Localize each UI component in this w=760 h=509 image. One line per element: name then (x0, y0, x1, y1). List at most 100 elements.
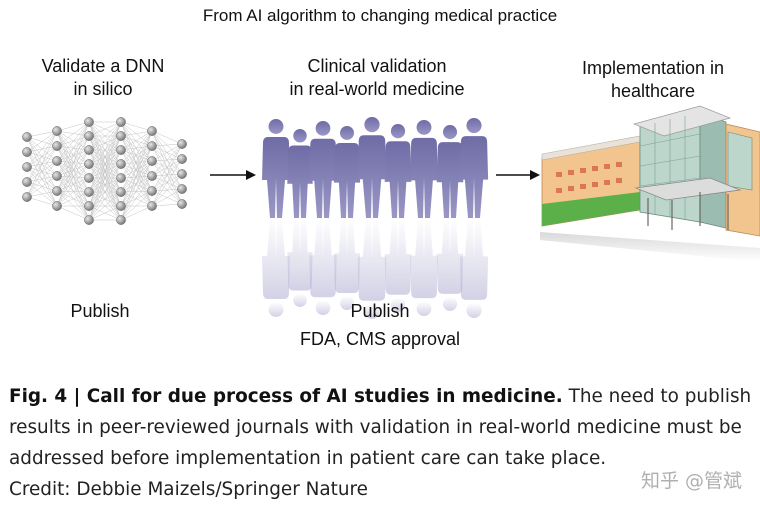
person-head (390, 124, 406, 139)
nn-connection (56, 130, 90, 165)
nn-connection (26, 196, 58, 207)
nn-connection (120, 175, 153, 193)
nn-connection (56, 191, 90, 207)
nn-connection (120, 121, 153, 162)
person-reflection-head (416, 301, 432, 316)
nn-connection (151, 143, 183, 162)
nn-connection (120, 190, 153, 193)
nn-connection (56, 177, 90, 207)
nn-node (116, 145, 126, 155)
person-reflection-head (442, 296, 458, 311)
person-silhouette (309, 138, 337, 218)
nn-connection (88, 121, 122, 179)
stage-1-publish: Publish (70, 301, 130, 321)
person-reflection (384, 218, 412, 295)
person-silhouette (410, 137, 438, 218)
figure-credit: Credit: Debbie Maizels/Springer Nature (9, 479, 368, 500)
nn-connection (120, 135, 153, 177)
person-reflection-head (268, 302, 284, 317)
nn-connection (151, 188, 183, 207)
nn-connection (120, 145, 153, 151)
person-head (364, 117, 380, 133)
nn-node (177, 139, 187, 149)
nn-connection (56, 121, 90, 132)
nn-node (84, 201, 94, 211)
person-head (268, 119, 284, 134)
nn-connection (120, 121, 153, 147)
nn-connection (56, 190, 90, 193)
hospital-building-icon (540, 105, 760, 262)
nn-connection (56, 130, 90, 207)
nn-node (147, 141, 157, 151)
person-reflection (262, 218, 290, 299)
nn-connection (151, 143, 183, 207)
nn-node (84, 117, 94, 127)
nn-connection (120, 205, 153, 221)
nn-node (22, 147, 32, 157)
nn-connection (88, 121, 122, 137)
nn-connection (88, 121, 122, 221)
nn-connection (88, 121, 122, 193)
diagram-artwork (22, 105, 760, 319)
watermark: 知乎 @管斌 (640, 470, 742, 492)
person-reflection (333, 218, 361, 294)
person-silhouette (436, 142, 464, 218)
nn-connection (120, 135, 153, 192)
nn-node (84, 131, 94, 141)
person-head (340, 126, 354, 140)
nn-connection (120, 190, 153, 221)
nn-connection (56, 149, 90, 162)
nn-connection (120, 160, 153, 179)
person-silhouette (287, 145, 313, 218)
nn-connection (120, 149, 153, 192)
caption-label: Fig. 4 | Call for due process of AI stud… (9, 386, 563, 407)
nn-connection (26, 190, 58, 198)
nn-connection (88, 135, 122, 221)
nn-node (116, 187, 126, 197)
arrow-right-icon (210, 170, 256, 180)
nn-connection (120, 145, 153, 165)
nn-connection (56, 175, 90, 207)
nn-connection (120, 130, 153, 207)
nn-connection (26, 145, 58, 198)
nn-connection (56, 160, 90, 221)
nn-node (52, 186, 62, 196)
nn-connection (120, 163, 153, 207)
nn-connection (120, 135, 153, 162)
nn-connection (120, 135, 153, 147)
nn-connection (88, 205, 122, 221)
nn-node (22, 177, 32, 187)
nn-node (84, 215, 94, 225)
nn-connection (56, 149, 90, 207)
nn-connection (88, 163, 122, 221)
nn-connection (120, 121, 153, 132)
nn-connection (26, 130, 58, 138)
person-reflection-head (315, 300, 331, 315)
nn-connection (151, 143, 183, 147)
nn-node (22, 162, 32, 172)
neural-network-icon (22, 117, 187, 225)
nn-connection (88, 149, 122, 221)
nn-connection (26, 130, 58, 198)
nn-connection (120, 130, 153, 221)
person-head (293, 129, 307, 143)
person-reflection-head (390, 297, 406, 312)
nn-connection (26, 130, 58, 168)
nn-connection (56, 121, 90, 147)
nn-connection (120, 130, 153, 193)
nn-connection (120, 160, 153, 221)
nn-connection (120, 130, 153, 137)
person-reflection-head (364, 303, 380, 319)
nn-connection (56, 175, 90, 179)
person-reflection (357, 218, 387, 301)
stage-2-title: Clinical validation in real-world medici… (262, 55, 492, 101)
person-head (442, 125, 458, 140)
nn-node (116, 117, 126, 127)
nn-connection (56, 160, 90, 193)
nn-node (177, 184, 187, 194)
nn-connection (120, 149, 153, 162)
nn-node (147, 201, 157, 211)
nn-connection (56, 130, 90, 151)
stage-2-title-line-1: Clinical validation (307, 56, 447, 76)
nn-connection (151, 130, 183, 145)
